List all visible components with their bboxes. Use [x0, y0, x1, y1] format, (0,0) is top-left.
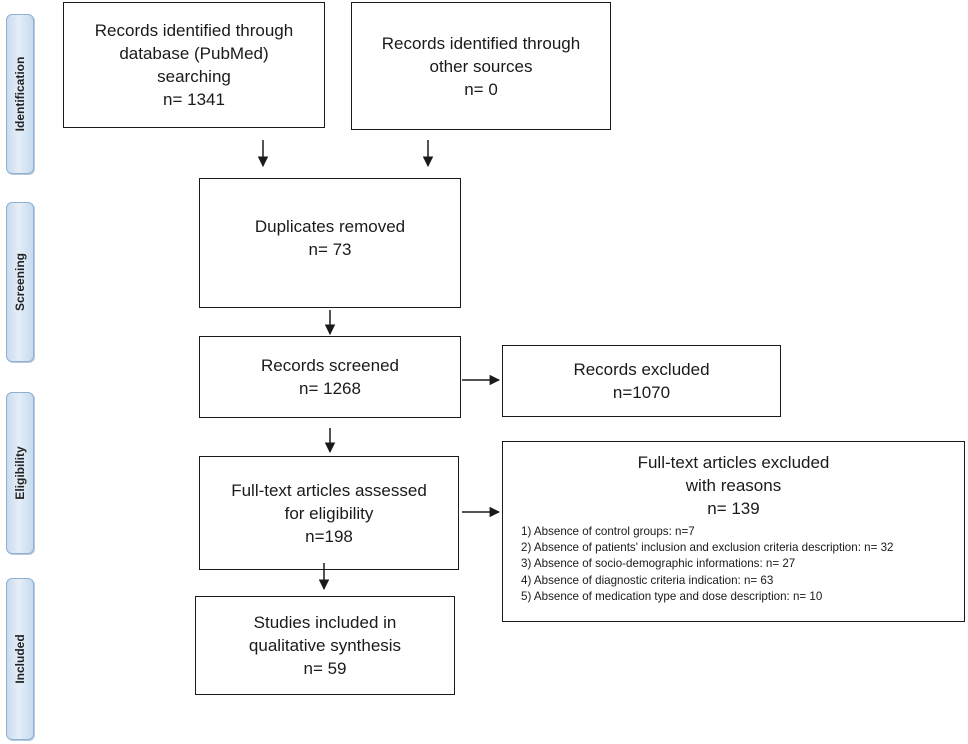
fulltext-excluded-line-1: Full-text articles excluded: [637, 453, 830, 472]
phase-tab-identification: Identification: [6, 14, 34, 174]
fulltext-excluded-line-2: with reasons: [685, 476, 782, 495]
fulltext-line-2: for eligibility: [284, 503, 374, 523]
duplicates-label: Duplicates removed: [254, 217, 406, 236]
included-line-1: Studies included in: [253, 613, 397, 632]
fulltext-excluded-count: n= 139: [707, 499, 760, 518]
other-sources-count: n= 0: [464, 79, 498, 99]
phase-tab-eligibility: Eligibility: [6, 392, 34, 554]
exclusion-reason-item: 5) Absence of medication type and dose d…: [521, 589, 823, 603]
fulltext-assessed-box: Full-text articles assessed for eligibil…: [199, 456, 459, 570]
excluded-count: n=1070: [612, 383, 671, 402]
studies-included-box: Studies included in qualitative synthesi…: [195, 596, 455, 695]
duplicates-removed-box: Duplicates removed n= 73: [199, 178, 461, 308]
phase-tab-included: Included: [6, 578, 34, 740]
duplicates-count: n= 73: [308, 240, 352, 259]
exclusion-reason-item: 1) Absence of control groups: n=7: [521, 525, 695, 538]
fulltext-excluded-box: Full-text articles excluded with reasons…: [502, 441, 965, 622]
other-sources-box: Records identified through other sources…: [351, 2, 611, 130]
included-line-2: qualitative synthesis: [248, 636, 402, 655]
screened-count: n= 1268: [299, 379, 361, 398]
included-count: n= 59: [303, 659, 347, 678]
phase-tab-screening: Screening: [6, 202, 34, 362]
exclusion-reason-item: 4) Absence of diagnostic criteria indica…: [521, 573, 774, 587]
exclusion-reason-item: 3) Absence of socio-demographic informat…: [521, 557, 796, 571]
database-records-box: Records identified through database (Pub…: [63, 2, 325, 128]
other-sources-line-2: other sources: [429, 56, 533, 76]
database-line-3: searching: [157, 67, 231, 86]
other-sources-line-1: Records identified through: [381, 33, 581, 53]
fulltext-line-1: Full-text articles assessed: [231, 480, 427, 500]
database-line-1: Records identified through: [94, 21, 294, 40]
screened-label: Records screened: [261, 356, 399, 375]
exclusion-reasons-list: 1) Absence of control groups: n=7 2) Abs…: [503, 524, 893, 605]
database-count: n= 1341: [163, 90, 225, 109]
records-screened-box: Records screened n= 1268: [199, 336, 461, 418]
records-excluded-box: Records excluded n=1070: [502, 345, 781, 417]
exclusion-reason-item: 2) Absence of patients' inclusion and ex…: [521, 541, 894, 555]
excluded-label: Records excluded: [573, 360, 710, 379]
fulltext-count: n=198: [305, 526, 353, 546]
database-line-2: database (PubMed): [119, 44, 269, 63]
